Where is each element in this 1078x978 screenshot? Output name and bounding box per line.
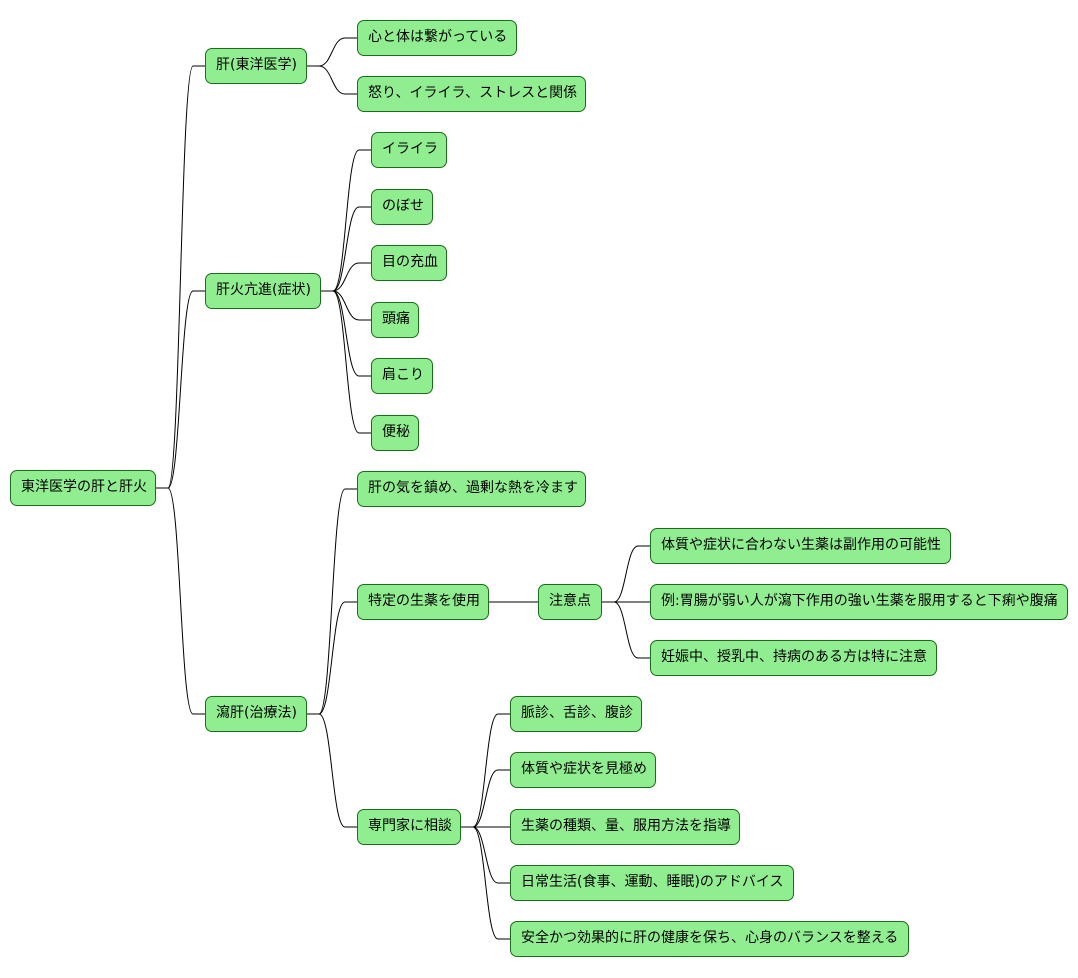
treatment-item-node: 肝の気を鎮め、過剰な熱を冷ます bbox=[357, 471, 586, 507]
connector-line bbox=[461, 713, 510, 828]
consult-item-node: 脈診、舌診、腹診 bbox=[510, 696, 642, 732]
symptom-item-node: 頭痛 bbox=[371, 302, 419, 338]
connector-line bbox=[321, 290, 371, 434]
branch-treatment-node: 瀉肝(治療法) bbox=[205, 696, 307, 732]
connector-line bbox=[321, 206, 371, 292]
symptom-item-node: イライラ bbox=[371, 132, 447, 168]
connector-line bbox=[602, 601, 650, 659]
caution-item-node: 妊娠中、授乳中、持病のある方は特に注意 bbox=[650, 640, 937, 676]
treatment-herbs-node: 特定の生薬を使用 bbox=[357, 584, 489, 620]
consult-item-node: 日常生活(食事、運動、睡眠)のアドバイス bbox=[510, 865, 794, 901]
branch-symptoms-node: 肝火亢進(症状) bbox=[205, 273, 321, 309]
connector-line bbox=[156, 65, 205, 489]
connector-line bbox=[461, 826, 510, 884]
treatment-consult-node: 専門家に相談 bbox=[357, 809, 461, 845]
root-node: 東洋医学の肝と肝火 bbox=[10, 470, 156, 506]
branch-liver-node: 肝(東洋医学) bbox=[205, 48, 307, 84]
connector-line bbox=[156, 290, 205, 489]
consult-item-node: 生薬の種類、量、服用方法を指導 bbox=[510, 809, 740, 845]
consult-item-node: 安全かつ効果的に肝の健康を保ち、心身のバランスを整える bbox=[510, 921, 909, 957]
liver-item-node: 怒り、イライラ、ストレスと関係 bbox=[357, 76, 586, 112]
connector-line bbox=[321, 290, 371, 321]
connector-line bbox=[461, 769, 510, 828]
connector-line bbox=[461, 826, 510, 940]
connector-line bbox=[307, 601, 357, 715]
caution-item-node: 例:胃腸が弱い人が瀉下作用の強い生薬を服用すると下痢や腹痛 bbox=[650, 584, 1068, 620]
caution-node: 注意点 bbox=[538, 584, 602, 620]
symptom-item-node: 目の充血 bbox=[371, 245, 447, 281]
connector-line bbox=[602, 545, 650, 603]
connector-line bbox=[307, 713, 357, 828]
liver-item-node: 心と体は繋がっている bbox=[357, 20, 517, 56]
connector-line bbox=[307, 65, 357, 95]
connector-line bbox=[321, 149, 371, 292]
connector-line bbox=[307, 37, 357, 67]
symptom-item-node: のぼせ bbox=[371, 189, 433, 225]
connector-line bbox=[156, 487, 205, 715]
consult-item-node: 体質や症状を見極め bbox=[510, 752, 656, 788]
caution-item-node: 体質や症状に合わない生薬は副作用の可能性 bbox=[650, 528, 951, 564]
connector-line bbox=[307, 488, 357, 715]
symptom-item-node: 肩こり bbox=[371, 358, 433, 394]
connector-line bbox=[321, 262, 371, 292]
symptom-item-node: 便秘 bbox=[371, 415, 419, 451]
